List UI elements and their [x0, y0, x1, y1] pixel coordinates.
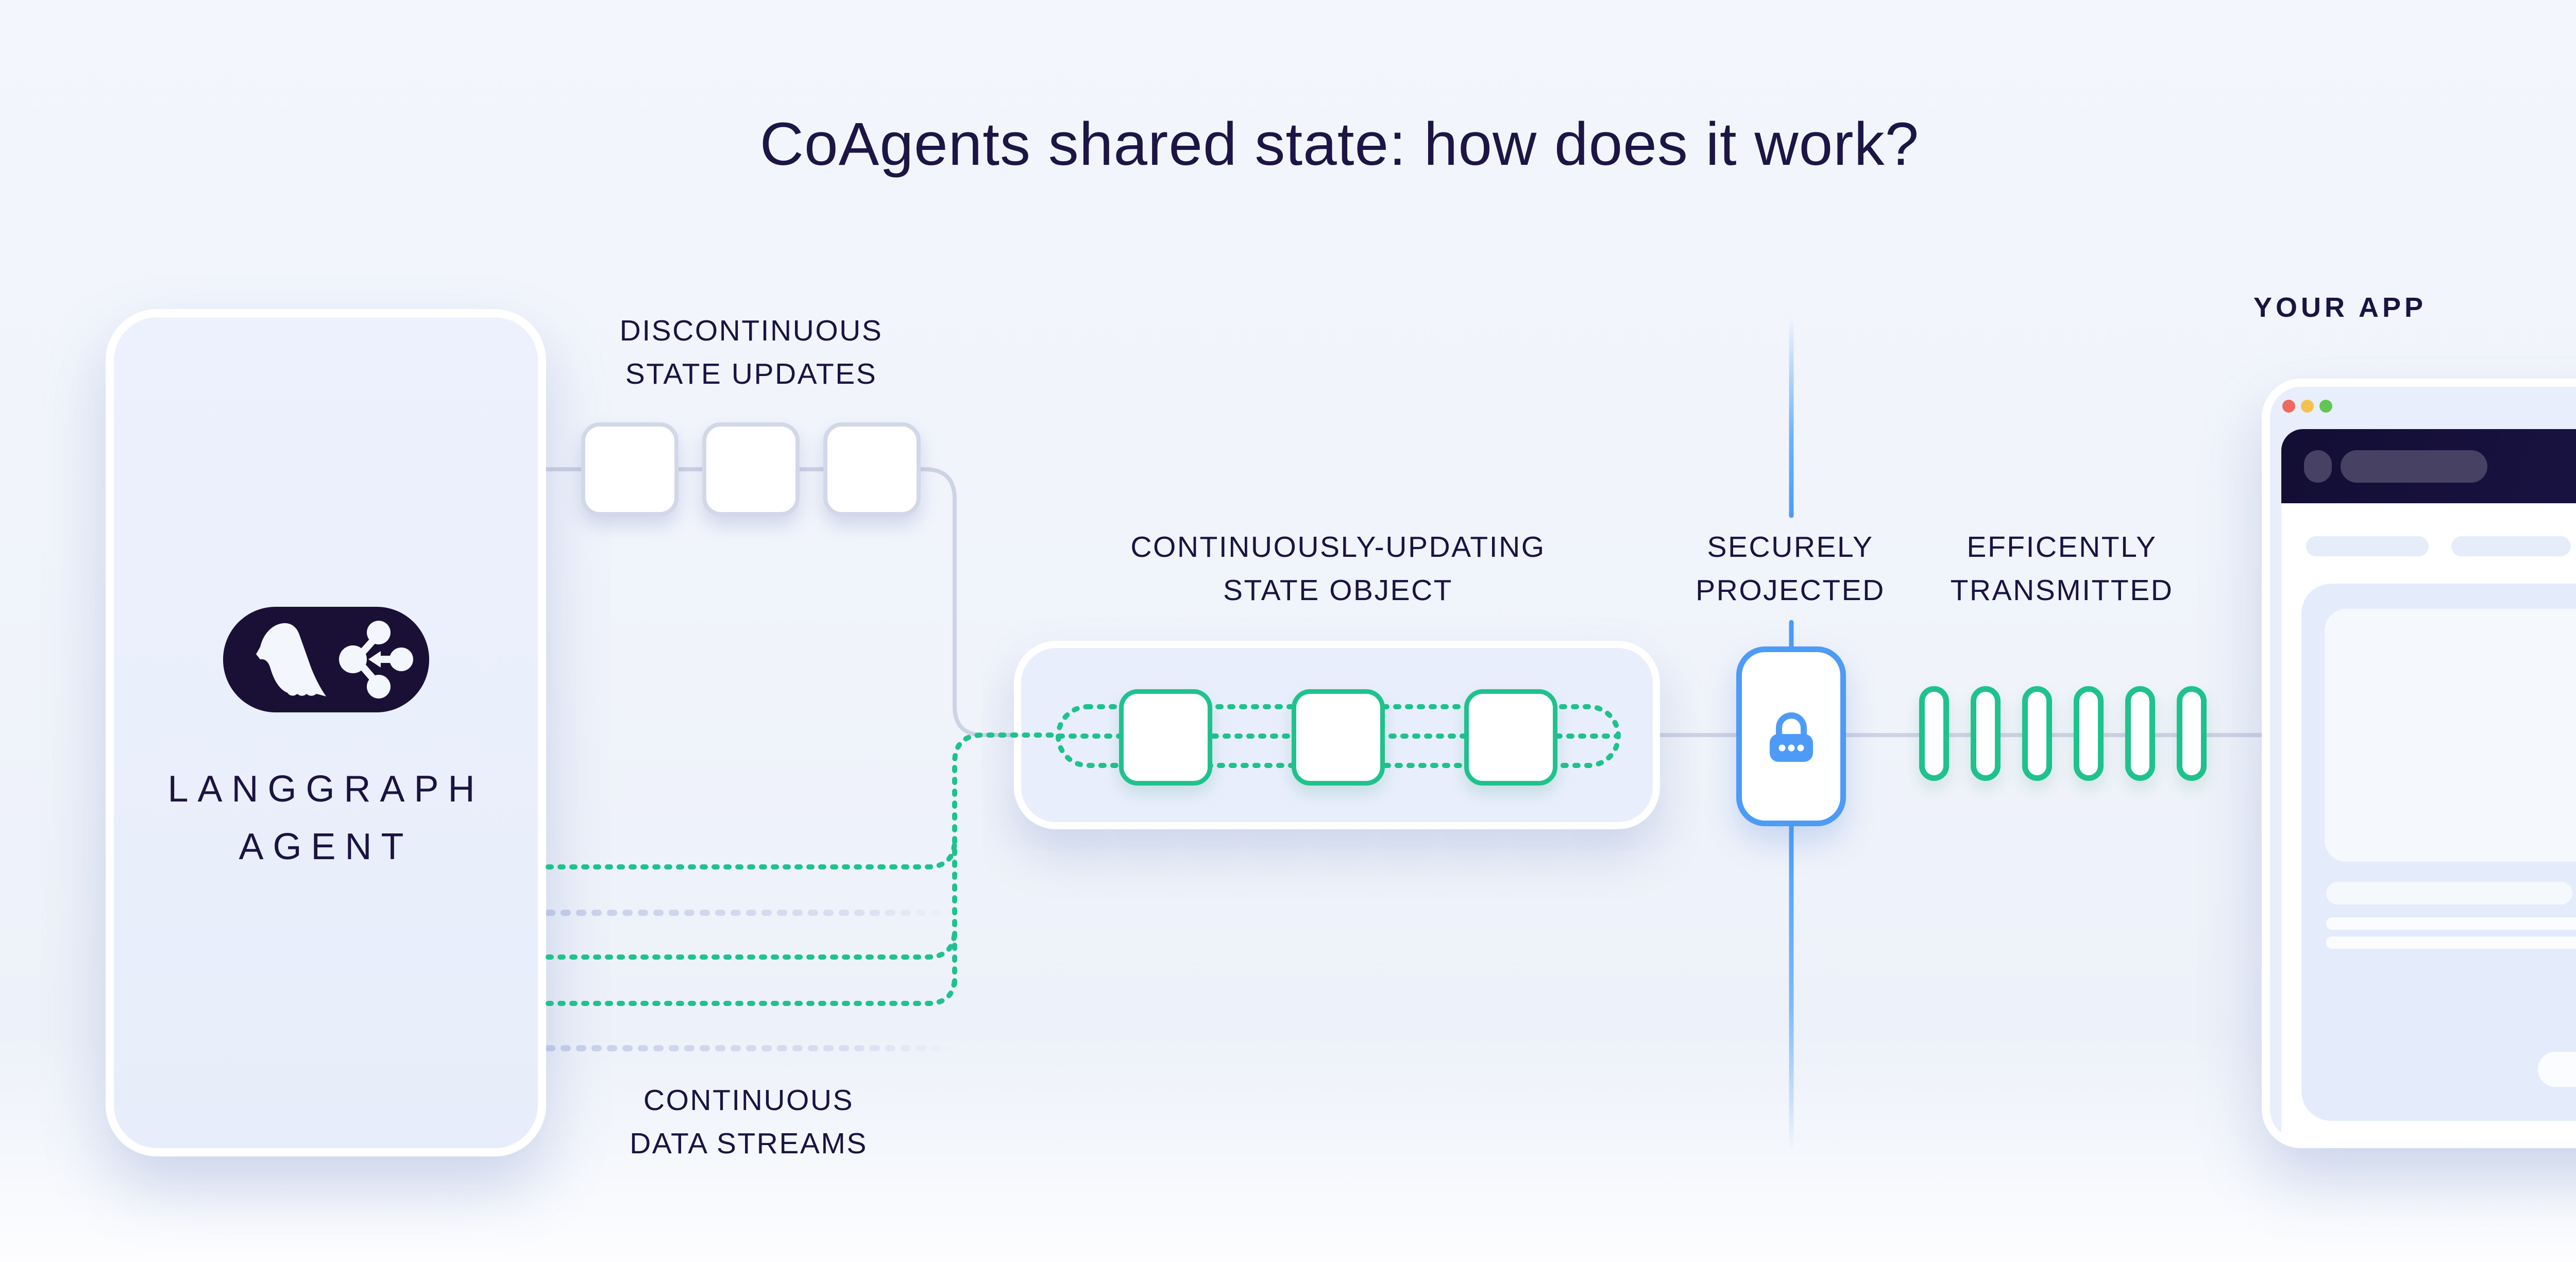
browser-navbar	[2281, 429, 2576, 503]
traffic-light-green-icon	[2319, 400, 2332, 413]
agent-name-line: LANGGRAPH	[167, 769, 484, 810]
traffic-light-yellow-icon	[2301, 400, 2314, 413]
state-object-node	[1292, 689, 1385, 786]
your-app-browser-window	[2262, 379, 2576, 1148]
state-update-box	[823, 422, 921, 516]
label-line: DATA STREAMS	[630, 1127, 868, 1160]
label-line: DISCONTINUOUS	[619, 314, 883, 347]
agent-name-line: AGENT	[239, 826, 413, 867]
agent-card-title: LANGGRAPH AGENT	[114, 760, 538, 876]
nav-link-placeholder	[2451, 536, 2571, 556]
transmit-bar	[1971, 686, 2001, 781]
state-updates-connector-line	[545, 467, 2267, 737]
secure-projection-box	[1736, 646, 1846, 826]
navbar-logo-placeholder	[2304, 450, 2332, 483]
page-title: CoAgents shared state: how does it work?	[759, 110, 1920, 178]
label-efficently-transmitted: EFFICENTLY TRANSMITTED	[1856, 525, 2268, 612]
green-stream-line-3	[546, 974, 957, 1006]
label-line: STATE UPDATES	[625, 357, 877, 390]
panel-heading-placeholder	[2326, 882, 2572, 905]
label-line: PROJECTED	[1696, 574, 1885, 607]
label-line: SECURELY	[1707, 531, 1874, 564]
state-object-node	[1119, 689, 1212, 786]
state-update-box	[581, 422, 679, 516]
label-continuous-data-streams: CONTINUOUS DATA STREAMS	[491, 1079, 1006, 1165]
state-object-node	[1464, 689, 1557, 786]
transmit-bar	[2074, 686, 2104, 781]
traffic-light-red-icon	[2282, 400, 2295, 413]
label-line: EFFICENTLY	[1967, 531, 2157, 564]
label-continuously-updating-state-object: CONTINUOUSLY-UPDATING STATE OBJECT	[1080, 525, 1596, 612]
graph-nodes-icon	[338, 621, 413, 698]
label-line: TRANSMITTED	[1950, 574, 2174, 607]
transmit-bar	[2022, 686, 2052, 781]
panel-text-placeholder	[2326, 936, 2576, 949]
label-securely-projected: SECURELY PROJECTED	[1636, 525, 1945, 612]
green-stream-line-1	[546, 837, 957, 869]
nav-link-placeholder	[2306, 536, 2429, 556]
transmit-bar	[1919, 686, 1949, 781]
label-line: CONTINUOUS	[643, 1084, 854, 1117]
green-stream-riser	[952, 732, 1062, 986]
chat-input-placeholder	[2538, 1052, 2576, 1087]
label-line: STATE OBJECT	[1223, 574, 1453, 607]
label-your-app: YOUR APP	[2253, 292, 2427, 323]
label-discontinuous-state-updates: DISCONTINUOUS STATE UPDATES	[494, 309, 1009, 396]
label-line: CONTINUOUSLY-UPDATING	[1130, 531, 1546, 564]
browser-content	[2281, 503, 2576, 1140]
panel-text-placeholder	[2326, 917, 2576, 930]
langgraph-logo	[223, 607, 429, 712]
transmit-bar	[2177, 686, 2207, 781]
app-panel	[2301, 584, 2576, 1121]
lock-icon	[1769, 712, 1813, 762]
navbar-title-placeholder	[2341, 450, 2487, 483]
transmit-bar	[2125, 686, 2155, 781]
panel-media-placeholder	[2325, 609, 2576, 862]
green-stream-line-2	[546, 927, 957, 960]
state-update-box	[702, 422, 800, 516]
parrot-icon	[256, 623, 326, 696]
langgraph-agent-card: LANGGRAPH AGENT	[106, 309, 546, 1156]
